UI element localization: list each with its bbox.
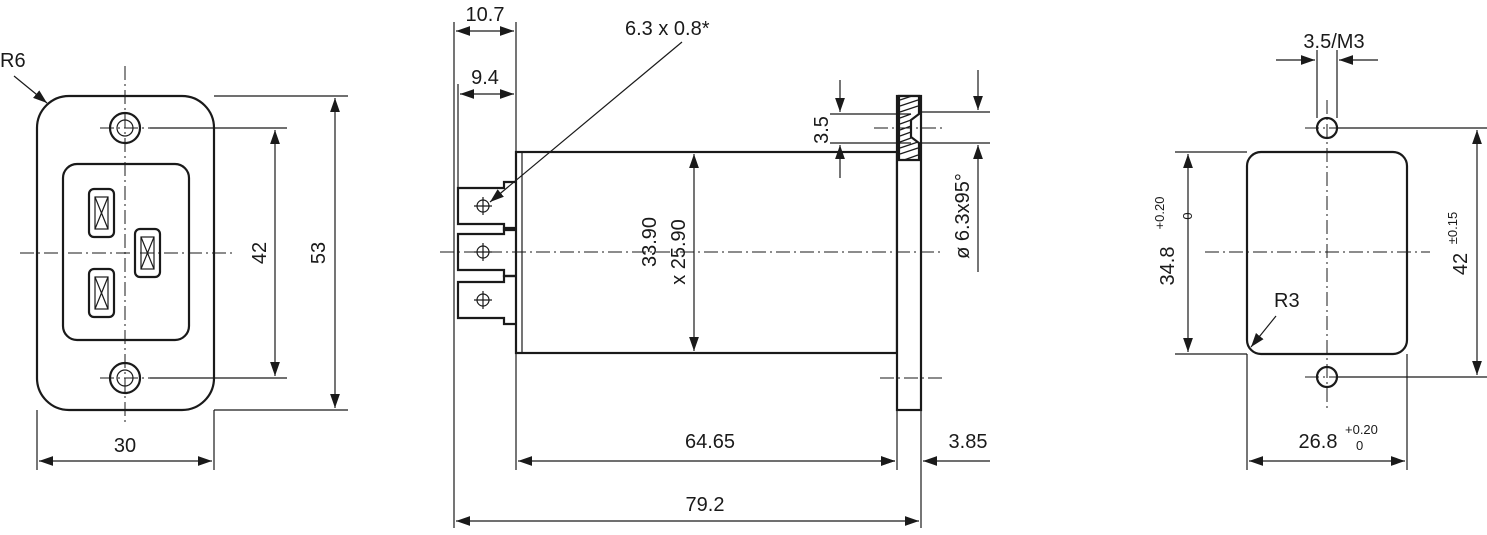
flange-thickness-label: 3.5 [811,116,833,144]
tab-offset-inner-label: 9.4 [471,67,499,89]
cutout-hole-pitch-label: 42 [1450,253,1472,275]
tab-offset-outer-label: 10.7 [466,4,505,26]
contact-slot-left-lower [87,267,116,319]
cutout-view: 3.5/M3 34.8 +0.20 0 42 ±0.15 R3 26.8 +0.… [1152,31,1487,470]
terminal-tab-1 [456,180,516,232]
radius-label: R6 [0,50,26,72]
cutout-height-label: 34.8 [1157,247,1179,286]
countersink-label: ø 6.3x95° [952,173,974,259]
body-length-label: 64.65 [685,431,735,453]
hole-label: 3.5/M3 [1303,31,1364,53]
height-label: 53 [308,242,330,264]
cutout-width-tol-lower: 0 [1356,438,1363,453]
contact-slot-left-upper [87,187,116,239]
front-view: R6 42 53 30 [0,50,348,470]
total-length-label: 79.2 [686,494,725,516]
socket-recess [61,162,191,342]
flange-label: 3.85 [949,431,988,453]
cutout-width-label: 26.8 [1299,431,1338,453]
hole-pitch-label: 42 [249,242,271,264]
body-diameter-label-2: x 25.90 [668,219,690,285]
width-label: 30 [114,435,136,457]
tab-size-leader [489,41,683,203]
cutout-width-tol-upper: +0.20 [1345,422,1378,437]
cutout-hole-pitch-tol: ±0.15 [1445,212,1460,244]
cutout-height-tol-lower: 0 [1180,212,1195,219]
body-diameter-label: 33.90 [639,217,661,267]
terminal-tab-3 [456,274,516,326]
side-view: 10.7 9.4 6.3 x 0.8* 3.5 ø 6.3x95° 33.90 … [440,4,990,528]
corner-radius-label: R3 [1274,290,1300,312]
cutout-height-tol-upper: +0.20 [1152,197,1167,230]
tab-size-label: 6.3 x 0.8* [625,18,710,40]
